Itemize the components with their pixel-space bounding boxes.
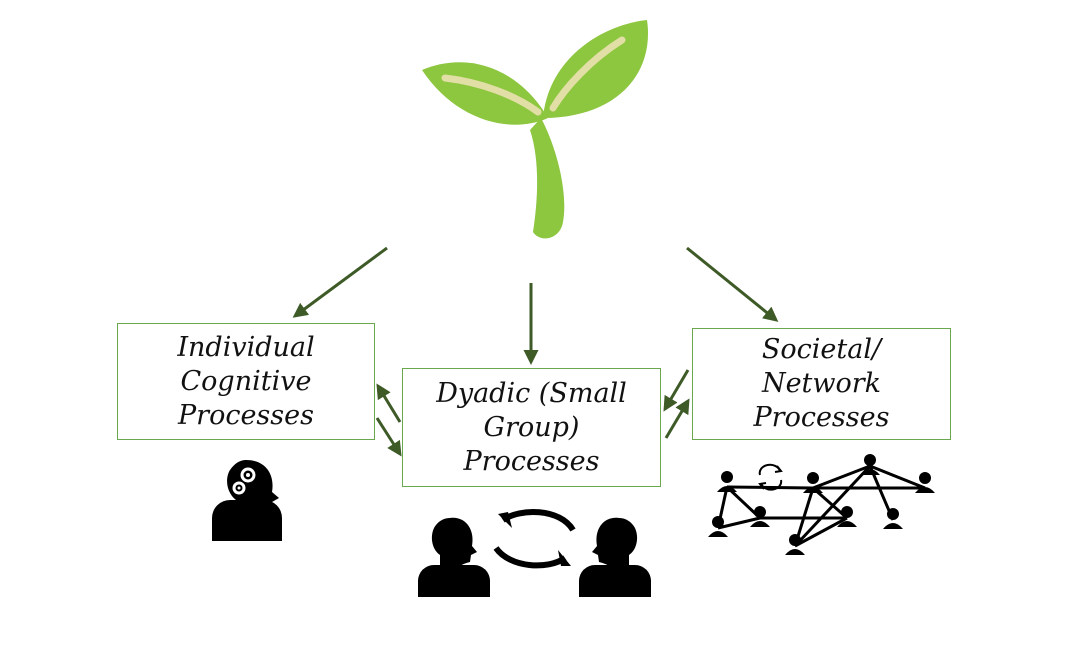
network-person	[785, 534, 805, 555]
societal-network-label: Societal/ Network Processes	[753, 334, 890, 433]
dyadic-small-group-label: Dyadic (Small Group) Processes	[436, 377, 627, 477]
network-person	[837, 506, 857, 527]
network-people	[708, 454, 935, 555]
arrow-dyadic-to-societal	[664, 398, 690, 439]
head-with-gears-icon	[212, 460, 282, 541]
arrow-seed-to-individual	[292, 246, 388, 318]
network-person	[708, 516, 728, 537]
network-person	[717, 471, 737, 492]
network-person	[883, 508, 903, 529]
people-network-icon	[716, 464, 926, 548]
two-people-exchange-icon	[418, 509, 651, 597]
arrow-individual-to-dyadic	[375, 417, 402, 457]
individual-cognitive-label: Individual Cognitive Processes	[177, 331, 315, 431]
societal-network-box: Societal/ Network Processes	[692, 328, 951, 440]
network-person	[915, 472, 935, 493]
dyadic-small-group-box: Dyadic (Small Group) Processes	[402, 368, 661, 487]
network-person	[860, 454, 880, 475]
seedling-icon	[422, 20, 649, 239]
individual-cognitive-box: Individual Cognitive Processes	[117, 323, 375, 440]
refresh-icon	[758, 463, 783, 491]
arrow-seed-to-societal	[686, 246, 779, 322]
network-person	[803, 472, 823, 493]
arrow-dyadic-to-individual	[376, 383, 402, 423]
network-person	[750, 506, 770, 527]
arrow-societal-to-dyadic	[663, 369, 690, 412]
